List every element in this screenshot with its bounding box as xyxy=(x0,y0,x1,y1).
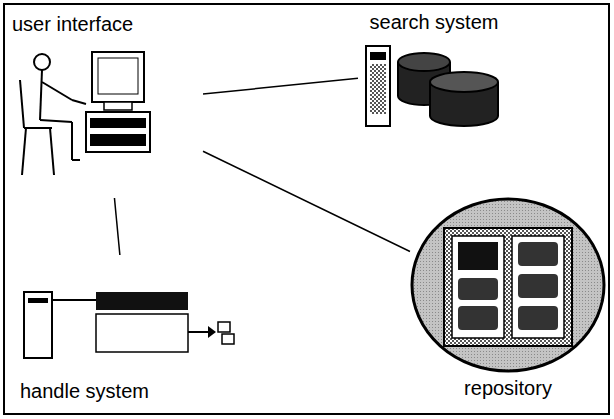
connector-line xyxy=(114,198,119,255)
computer-icon xyxy=(86,52,150,152)
frame xyxy=(4,4,609,414)
handle-server-icon xyxy=(24,292,234,358)
component-label: user interface xyxy=(12,12,133,36)
repository-oval xyxy=(412,199,604,371)
component-label: search system xyxy=(370,10,499,34)
component-group: repository xyxy=(410,196,606,402)
connector-line xyxy=(203,151,410,251)
connector-line xyxy=(203,78,358,94)
component-group: search system xyxy=(358,8,510,133)
component-group: user interface xyxy=(8,10,203,198)
component-label: repository xyxy=(464,376,552,400)
component-group: handle system xyxy=(16,255,238,405)
server-icon xyxy=(366,46,390,126)
user-figure xyxy=(20,54,86,175)
component-label: handle system xyxy=(20,379,149,403)
disk-stack xyxy=(398,53,498,126)
